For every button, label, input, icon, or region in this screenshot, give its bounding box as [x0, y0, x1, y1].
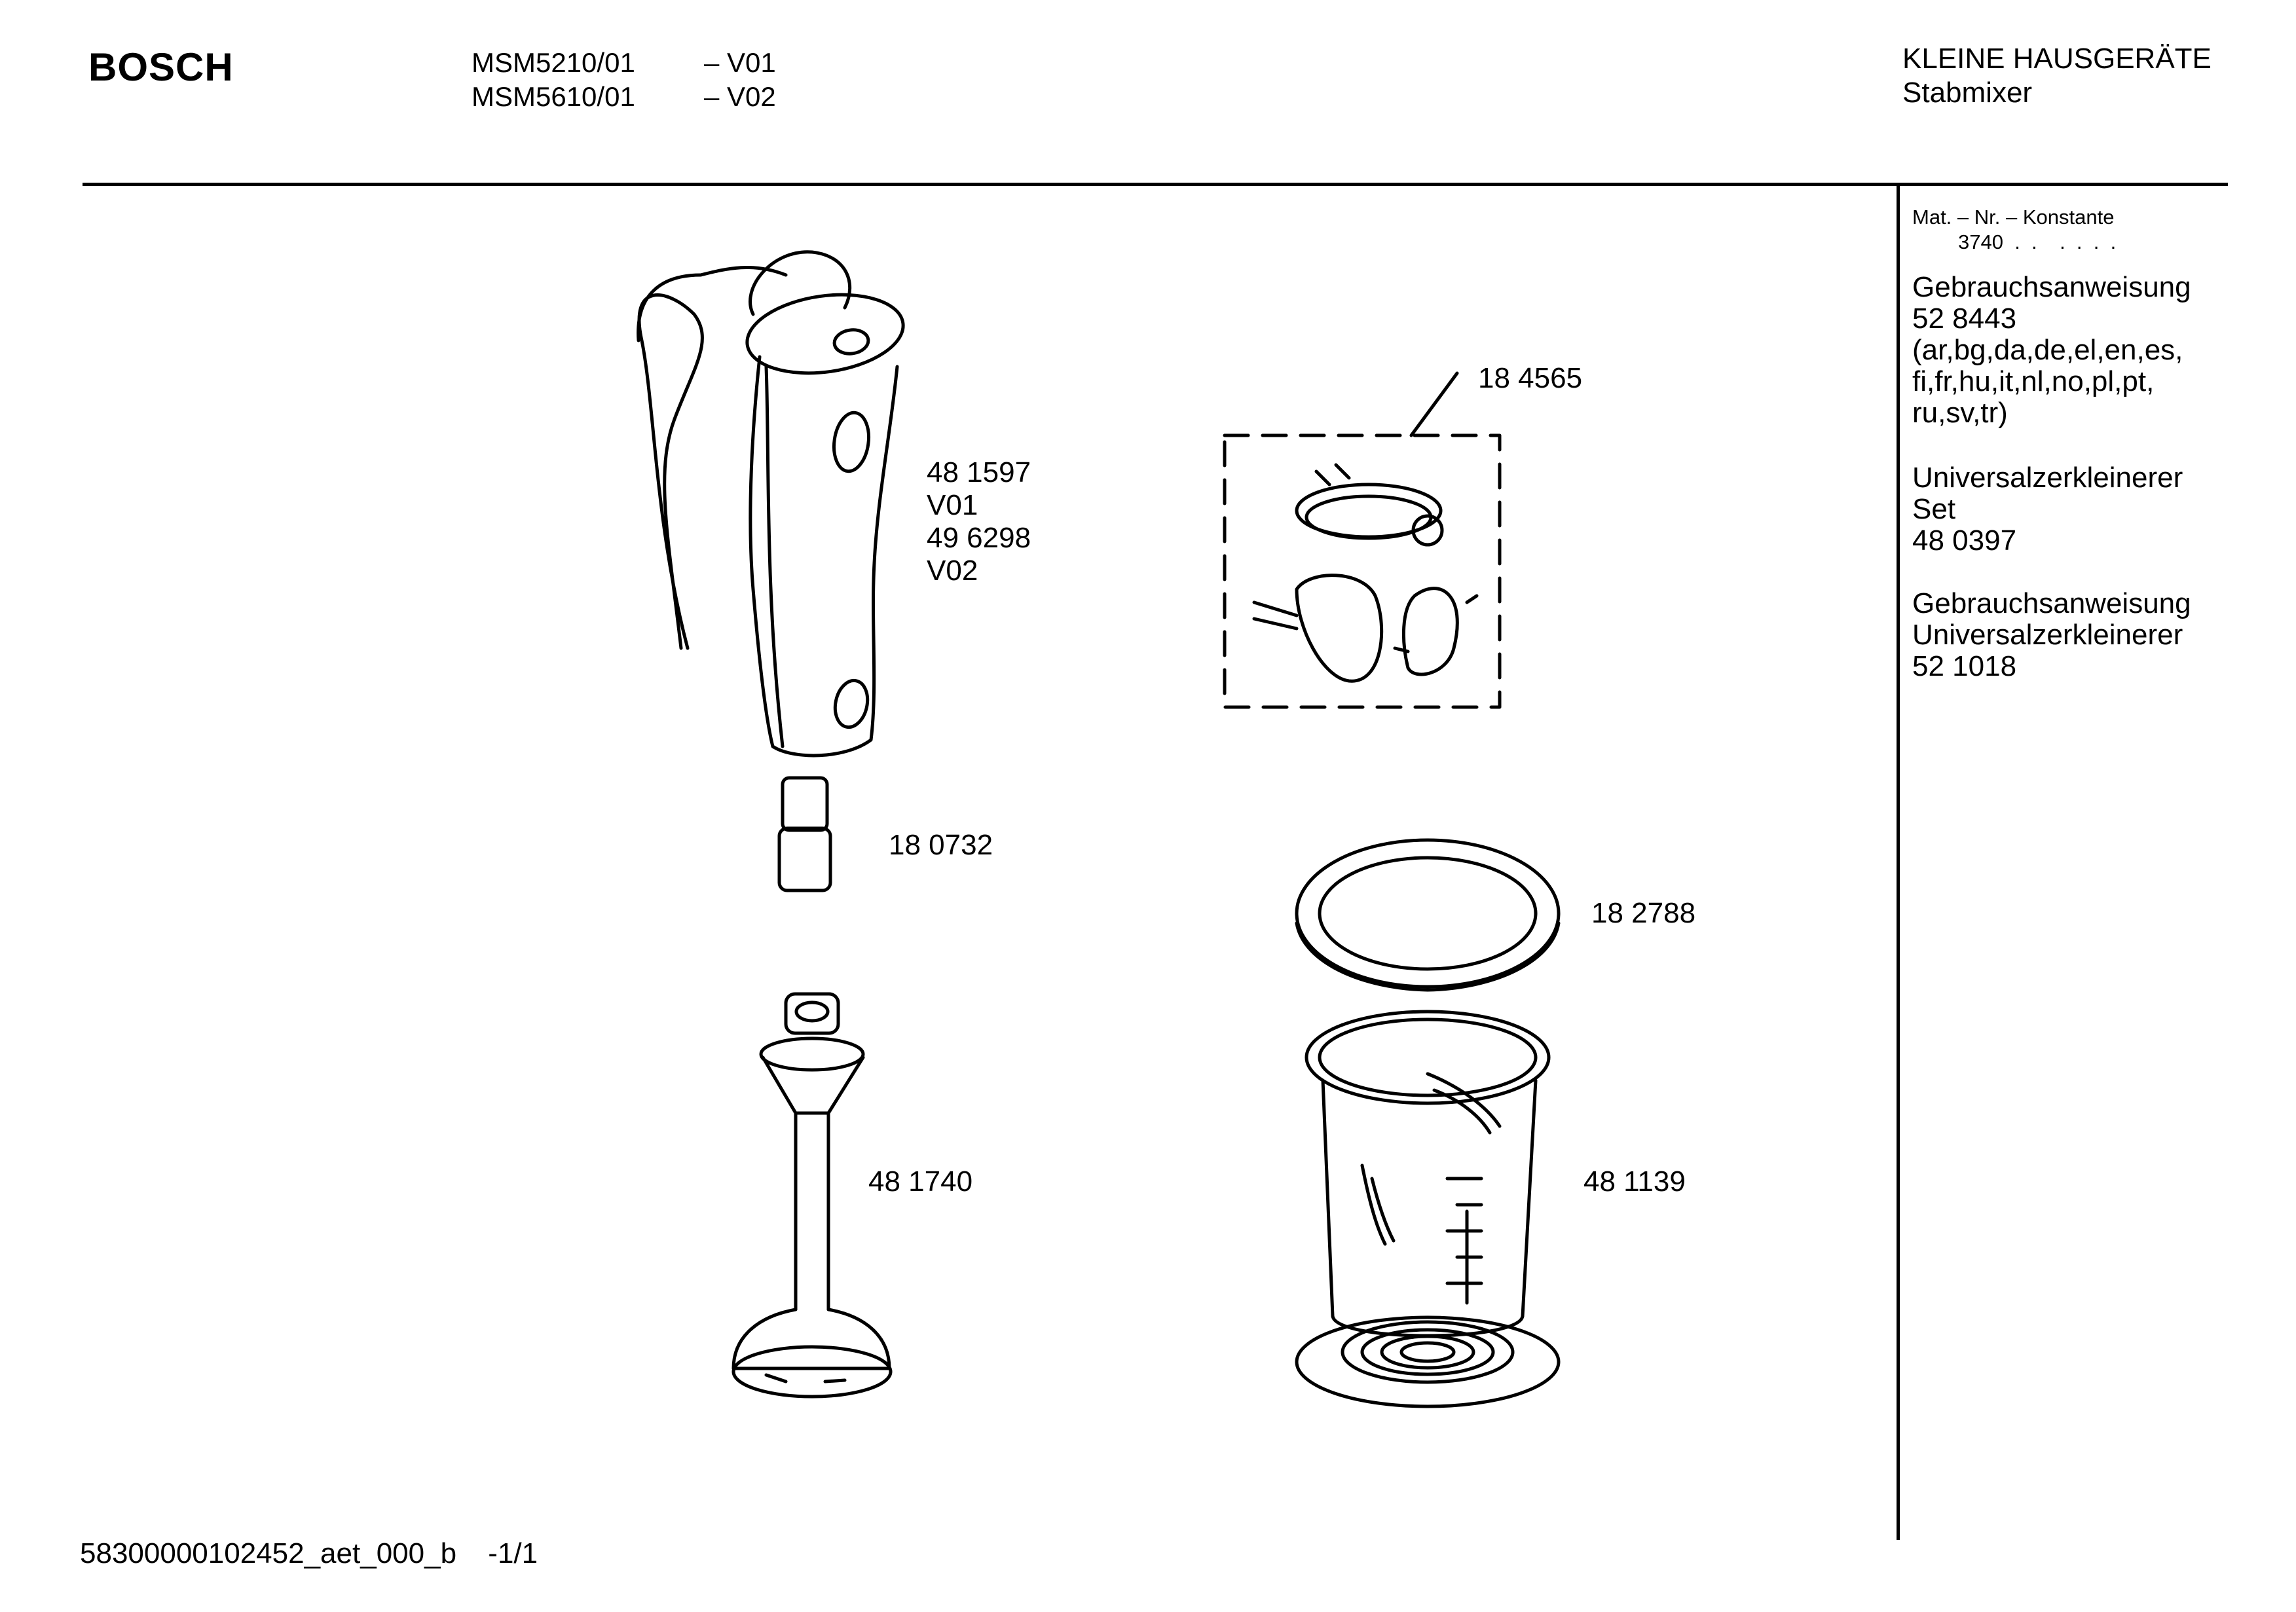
part-number: 49 6298: [927, 522, 1031, 554]
coupling-drawing: [777, 776, 832, 892]
sidebar-line: ru,sv,tr): [1912, 397, 2008, 429]
category-block: KLEINE HAUSGERÄTE Stabmixer: [1902, 42, 2212, 110]
parts-set-drawing: [1223, 371, 1502, 709]
mat-label: Mat. – Nr. – Konstante: [1912, 206, 2115, 229]
sidebar-line: (ar,bg,da,de,el,en,es,: [1912, 334, 2183, 366]
sidebar-block-set-manual: Gebrauchsanweisung Universalzerkleinerer…: [1912, 588, 2279, 682]
sidebar-line: 52 8443: [1912, 302, 2017, 335]
sidebar-line: 48 0397: [1912, 524, 2017, 557]
sidebar-divider: [1897, 186, 1900, 1540]
mat-value: 3740 . . . . . .: [1958, 230, 2117, 253]
sidebar-block-set: Universalzerkleinerer Set 48 0397: [1912, 462, 2279, 557]
sidebar-line: Gebrauchsanweisung: [1912, 271, 2191, 303]
sidebar-line: Universalzerkleinerer: [1912, 619, 2183, 651]
sidebar-line: fi,fr,hu,it,nl,no,pl,pt,: [1912, 365, 2155, 397]
header-divider: [83, 183, 2228, 186]
part-variant: V01: [927, 489, 978, 521]
brand-logo: BOSCH: [88, 45, 234, 89]
sidebar-line: Gebrauchsanweisung: [1912, 587, 2191, 619]
category-subtitle: Stabmixer: [1902, 77, 2033, 109]
model-number-2: MSM5610/01: [472, 81, 635, 112]
power-cable-drawing: [637, 265, 788, 650]
blender-foot-drawing: [731, 992, 893, 1399]
part-label-blender-foot: 48 1740: [868, 1165, 973, 1198]
sidebar-line: 52 1018: [1912, 650, 2017, 682]
lid-drawing: [1295, 838, 1561, 992]
part-variant: V02: [927, 555, 978, 587]
sidebar-block-manual: Gebrauchsanweisung 52 8443 (ar,bg,da,de,…: [1912, 272, 2279, 429]
part-number: 48 1597: [927, 456, 1031, 488]
part-label-lid: 18 2788: [1591, 897, 1696, 929]
document-code: 58300000102452_aet_000_b: [80, 1537, 457, 1569]
page-indicator: -1/1: [488, 1537, 538, 1569]
motor-handle-drawing: [745, 250, 905, 758]
model-variant-2: – V02: [704, 81, 776, 112]
beaker-drawing: [1295, 1010, 1561, 1408]
model-number-1: MSM5210/01: [472, 47, 635, 78]
sidebar-line: Universalzerkleinerer: [1912, 462, 2183, 494]
part-label-beaker: 48 1139: [1583, 1165, 1686, 1198]
category-title: KLEINE HAUSGERÄTE: [1902, 43, 2212, 75]
model-variant-1: – V01: [704, 47, 776, 78]
part-label-handle: 48 1597 V01 49 6298 V02: [927, 456, 1031, 587]
footer: 58300000102452_aet_000_b -1/1: [80, 1537, 538, 1570]
part-label-parts-set: 18 4565: [1478, 362, 1583, 394]
sidebar-line: Set: [1912, 493, 1956, 525]
part-label-coupling: 18 0732: [889, 829, 993, 861]
